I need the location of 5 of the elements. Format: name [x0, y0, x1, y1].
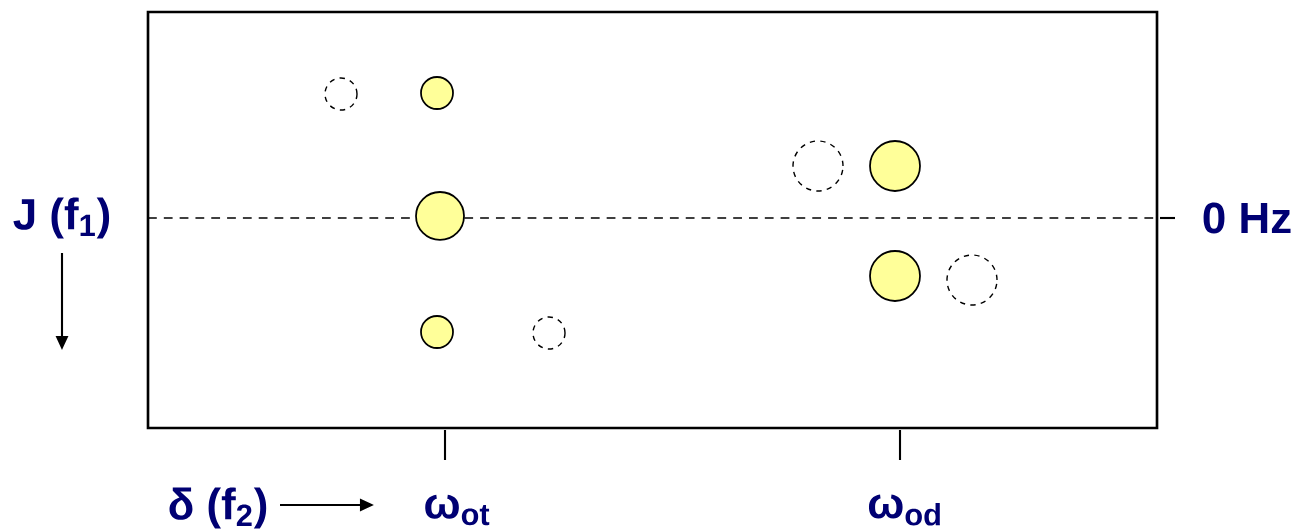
peak-label: ω$_{od}$ [868, 494, 940, 526]
peak-label: ω$_{ot}$ [425, 494, 490, 526]
axis-label: 0 Hz [1203, 202, 1291, 234]
axis-label: δ (f$_{2}$) [169, 487, 267, 529]
axis-label: J (f$_{1}$) [13, 197, 110, 239]
